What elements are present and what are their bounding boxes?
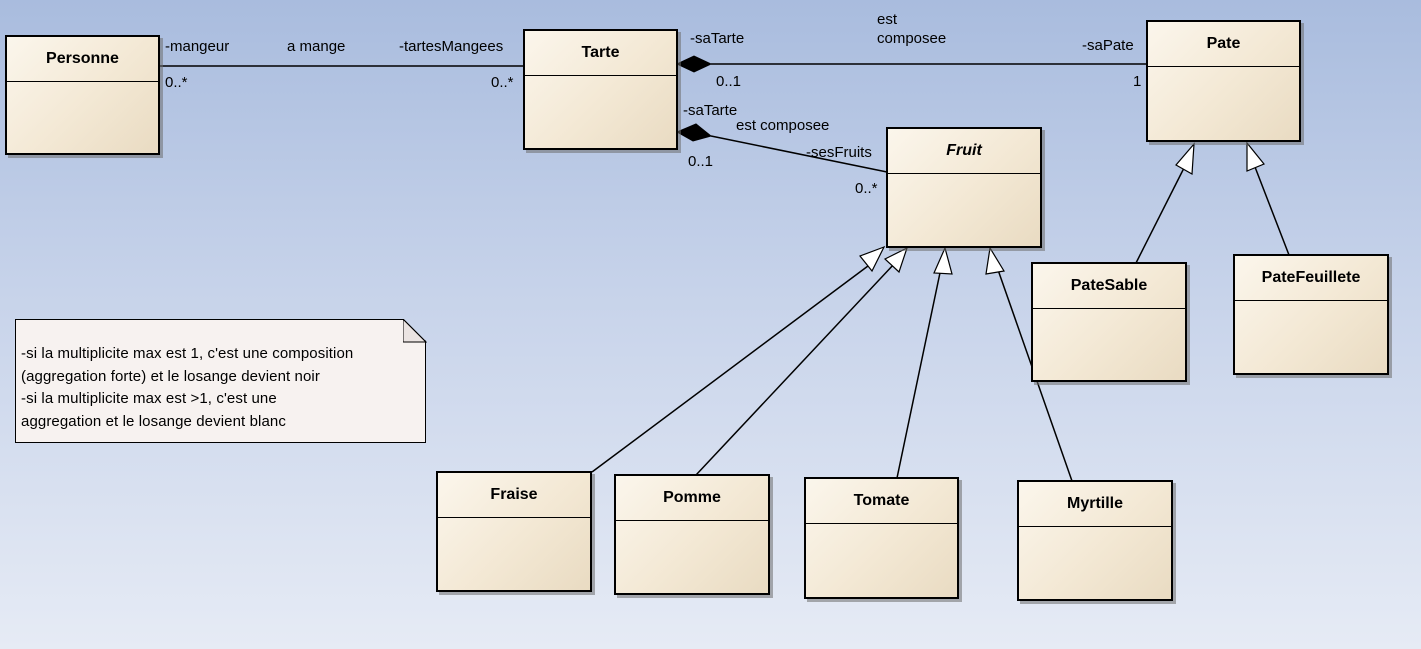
note-line: -si la multiplicite max est >1, c'est un… <box>21 390 277 407</box>
composition-diamond-icon <box>675 123 713 142</box>
class-fraise[interactable]: Fraise <box>436 471 592 592</box>
multiplicity-label: 0..1 <box>716 73 742 90</box>
generalization-patesable-pate[interactable] <box>1135 165 1186 264</box>
class-name: Fraise <box>438 473 590 518</box>
class-patefeuillete[interactable]: PateFeuillete <box>1233 254 1389 375</box>
class-fruit[interactable]: Fruit <box>886 127 1042 248</box>
role-label: -saPate <box>1082 37 1134 54</box>
note-text: -si la multiplicite max est 1, c'est une… <box>21 343 423 433</box>
multiplicity-label: 1 <box>1133 73 1142 90</box>
association-name: composee <box>877 30 947 47</box>
class-patesable[interactable]: PateSable <box>1031 262 1187 382</box>
class-name: Tarte <box>525 31 676 76</box>
class-name: Myrtille <box>1019 482 1171 527</box>
inheritance-arrow-icon <box>933 246 953 275</box>
inheritance-arrow-icon <box>883 246 909 274</box>
class-myrtille[interactable]: Myrtille <box>1017 480 1173 601</box>
uml-note[interactable] <box>15 319 426 443</box>
association-name: est composee <box>736 117 830 134</box>
multiplicity-label: 0..* <box>855 180 878 197</box>
generalization-pomme-fruit[interactable] <box>695 262 896 476</box>
generalization-fraise-fruit[interactable] <box>591 262 873 473</box>
class-name: PateFeuillete <box>1235 256 1387 301</box>
class-name: Tomate <box>806 479 957 524</box>
association-name: est <box>877 11 898 28</box>
class-name: Fruit <box>888 129 1040 174</box>
inheritance-arrow-icon <box>1175 142 1195 175</box>
multiplicity-label: 0..* <box>491 74 514 91</box>
class-name: PateSable <box>1033 264 1185 309</box>
role-label: -mangeur <box>165 38 230 55</box>
generalization-patefeuillete-pate[interactable] <box>1254 166 1290 256</box>
class-name: Pomme <box>616 476 768 521</box>
class-name: Personne <box>7 37 158 82</box>
role-label: -saTarte <box>683 102 738 119</box>
generalization-tomate-fruit[interactable] <box>896 267 942 479</box>
class-personne[interactable]: Personne <box>5 35 160 155</box>
class-tarte[interactable]: Tarte <box>523 29 678 150</box>
class-name: Pate <box>1148 22 1299 67</box>
composition-diamond-icon <box>675 55 713 73</box>
composition-tarte-fruit[interactable] <box>710 135 888 173</box>
inheritance-arrow-icon <box>985 246 1005 275</box>
note-line: aggregation et le losange devient blanc <box>21 412 286 430</box>
multiplicity-label: 0..1 <box>688 153 714 170</box>
role-label: -tartesMangees <box>399 38 504 55</box>
inheritance-arrow-icon <box>859 245 886 273</box>
class-pomme[interactable]: Pomme <box>614 474 770 595</box>
multiplicity-label: 0..* <box>165 74 188 91</box>
note-folded-corner-icon <box>403 319 427 343</box>
role-label: -sesFruits <box>806 144 872 161</box>
note-line: -si la multiplicite max est 1, c'est une… <box>21 345 354 362</box>
role-label: -saTarte <box>690 30 745 47</box>
class-pate[interactable]: Pate <box>1146 20 1301 142</box>
inheritance-arrow-icon <box>1246 141 1265 172</box>
association-name: a mange <box>287 38 346 55</box>
class-tomate[interactable]: Tomate <box>804 477 959 599</box>
note-line: (aggregation forte) et le losange devien… <box>21 367 320 385</box>
